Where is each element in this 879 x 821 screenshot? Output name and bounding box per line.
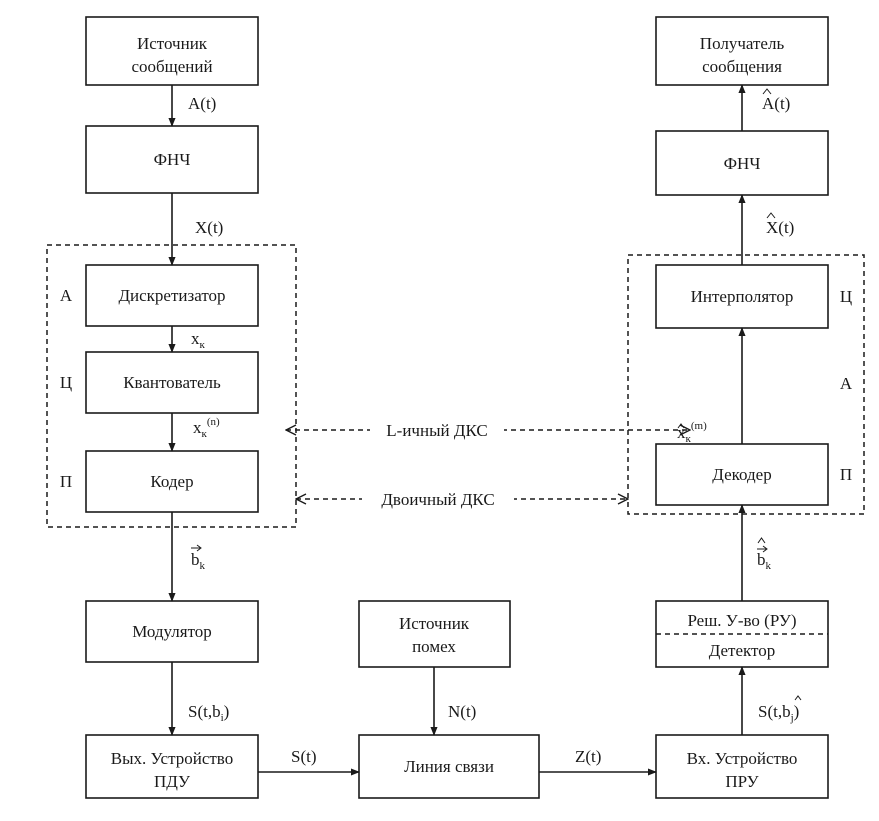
sampler-block: Дискретизатор	[85, 264, 259, 327]
interpolator-label: Интерполятор	[691, 287, 794, 306]
tx-output-block: Вых. Устройство ПДУ	[85, 734, 259, 799]
tx-label-p: П	[60, 472, 72, 491]
tx-output-line2: ПДУ	[154, 772, 191, 791]
tx-lpf-label: ФНЧ	[154, 150, 191, 169]
signal-x-t: X(t)	[195, 218, 223, 237]
tx-output-line1: Вых. Устройство	[111, 749, 233, 768]
message-source-line2: сообщений	[131, 57, 212, 76]
signal-s-t-bj: S(t,bj)	[758, 695, 802, 724]
signal-ahat-t: A(t)	[762, 88, 790, 113]
svg-text:S(t,bj): S(t,bj)	[758, 702, 799, 724]
noise-source-block: Источник помех	[358, 600, 511, 668]
message-receiver-block: Получатель сообщения	[655, 16, 829, 86]
decision-detector-block: Реш. У-во (РУ) Детектор	[655, 600, 829, 668]
svg-text:bk: bk	[191, 550, 206, 572]
quantizer-label: Квантователь	[123, 373, 221, 392]
tx-lpf-block: ФНЧ	[85, 125, 259, 194]
rx-input-line2: ПРУ	[725, 772, 759, 791]
xhat-t-hat	[766, 212, 776, 219]
binary-dks-label: Двоичный ДКС	[381, 490, 494, 509]
svg-text:X(t): X(t)	[766, 218, 794, 237]
transmitter-adc-frame	[46, 244, 297, 528]
svg-text:xк(m): xк(m)	[677, 420, 707, 445]
signal-a-t: A(t)	[188, 94, 216, 113]
b-k-vector-arrowhead	[196, 544, 202, 552]
signal-s-t-bi: S(t,bi)	[188, 702, 229, 724]
sampler-label: Дискретизатор	[118, 286, 225, 305]
signal-x-k: xк	[191, 329, 206, 351]
bhat-k-hat	[757, 537, 766, 544]
decoder-label: Декодер	[712, 465, 771, 484]
signal-b-k: bk	[191, 544, 206, 572]
tx-label-c: Ц	[60, 373, 72, 392]
rx-input-line1: Вх. Устройство	[687, 749, 798, 768]
message-source-block: Источник сообщений	[85, 16, 259, 86]
rx-lpf-block: ФНЧ	[655, 130, 829, 196]
signal-xhat-t: X(t)	[766, 212, 794, 237]
interpolator-block: Интерполятор	[655, 264, 829, 329]
signal-xhat-k-m: xк(m)	[677, 420, 707, 445]
signal-x-k-n: xк(n)	[193, 416, 220, 440]
l-ary-dks-label-bg	[370, 415, 504, 439]
message-receiver-line1: Получатель	[700, 34, 785, 53]
rx-input-block: Вх. Устройство ПРУ	[655, 734, 829, 799]
b-j-hat	[794, 695, 802, 701]
coder-block: Кодер	[85, 450, 259, 513]
quantizer-block: Квантователь	[85, 351, 259, 414]
tx-label-a: А	[60, 286, 73, 305]
decoder-block: Декодер	[655, 443, 829, 506]
rx-label-p: П	[840, 465, 852, 484]
channel-block: Линия связи	[358, 734, 540, 799]
svg-text:bk: bk	[757, 550, 772, 572]
bhat-k-vector-arrowhead	[762, 545, 768, 553]
svg-text:A(t): A(t)	[762, 94, 790, 113]
signal-s-t: S(t)	[291, 747, 317, 766]
l-ary-dks-label: L-ичный ДКС	[386, 421, 487, 440]
decision-label: Реш. У-во (РУ)	[687, 611, 796, 630]
detector-label: Детектор	[709, 641, 776, 660]
rx-label-c: Ц	[840, 287, 852, 306]
noise-source-line1: Источник	[399, 614, 470, 633]
modulator-label: Модулятор	[132, 622, 212, 641]
coder-label: Кодер	[150, 472, 193, 491]
rx-lpf-label: ФНЧ	[724, 154, 761, 173]
message-source-line1: Источник	[137, 34, 208, 53]
receiver-dac-frame	[627, 254, 865, 515]
modulator-block: Модулятор	[85, 600, 259, 663]
signal-bhat-k: bk	[757, 537, 772, 572]
ahat-t-hat	[762, 88, 772, 95]
channel-label: Линия связи	[404, 757, 494, 776]
signal-n-t: N(t)	[448, 702, 476, 721]
message-receiver-line2: сообщения	[702, 57, 782, 76]
binary-dks-label-bg	[362, 486, 514, 510]
xhat-k-m-hat	[677, 423, 685, 429]
rx-label-a: А	[840, 374, 853, 393]
signal-z-t: Z(t)	[575, 747, 601, 766]
noise-source-line2: помех	[412, 637, 456, 656]
